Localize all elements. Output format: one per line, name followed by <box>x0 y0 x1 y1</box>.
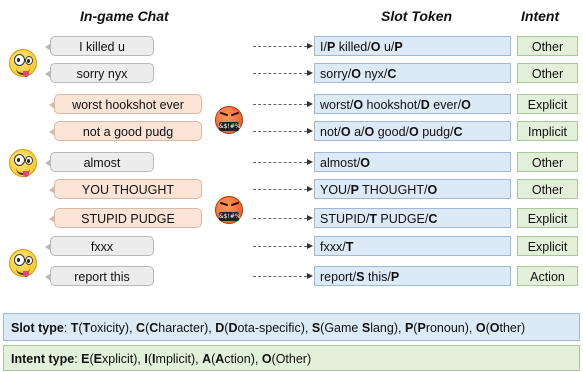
slot-column-header: Slot Token <box>381 8 453 24</box>
chat-column-header: In-game Chat <box>80 8 169 24</box>
chat-message-bubble: report this <box>45 266 154 286</box>
intent-label-cell: Other <box>517 179 578 199</box>
chat-message-bubble: STUPID PUDGE <box>49 208 202 228</box>
tongue-out-emoji-icon <box>9 249 37 277</box>
intent-label-cell: Other <box>517 152 578 172</box>
intent-label-cell: Other <box>517 36 578 56</box>
mapping-arrow <box>253 186 313 192</box>
mapping-arrow <box>253 273 313 279</box>
chat-message-bubble: I killed u <box>45 36 154 56</box>
slot-token-cell: almost/O <box>314 152 511 172</box>
mapping-arrow <box>253 101 313 107</box>
chat-message-bubble: almost <box>45 152 154 172</box>
intent-label-cell: Action <box>517 266 578 286</box>
slot-token-cell: not/O a/O good/O pudg/C <box>314 121 511 141</box>
slot-token-cell: sorry/O nyx/C <box>314 63 511 83</box>
intent-type-legend: Intent type: E(Explicit), I(Implicit), A… <box>3 345 580 371</box>
slot-token-cell: I/P killed/O u/P <box>314 36 511 56</box>
cursing-face-emoji-icon: &$!#% <box>215 106 243 134</box>
intent-label-cell: Explicit <box>517 208 578 228</box>
mapping-arrow <box>253 128 313 134</box>
mapping-arrow <box>253 159 313 165</box>
slot-token-cell: YOU/P THOUGHT/O <box>314 179 511 199</box>
chat-message-bubble: not a good pudg <box>49 121 202 141</box>
intent-label-cell: Other <box>517 63 578 83</box>
intent-label-cell: Implicit <box>517 121 578 141</box>
chat-message-bubble: fxxx <box>45 236 154 256</box>
chat-message-bubble: YOU THOUGHT <box>49 179 202 199</box>
tongue-out-emoji-icon <box>9 149 37 177</box>
intent-column-header: Intent <box>521 8 560 24</box>
mapping-arrow <box>253 243 313 249</box>
chat-message-bubble: sorry nyx <box>45 63 154 83</box>
mapping-arrow <box>253 43 313 49</box>
slot-token-cell: worst/O hookshot/D ever/O <box>314 94 511 114</box>
slot-token-cell: report/S this/P <box>314 266 511 286</box>
grawlix-symbols: &$!#% <box>219 212 241 221</box>
intent-label-cell: Explicit <box>517 236 578 256</box>
mapping-arrow <box>253 70 313 76</box>
grawlix-symbols: &$!#% <box>219 122 241 131</box>
slot-token-cell: fxxx/T <box>314 236 511 256</box>
mapping-arrow <box>253 215 313 221</box>
tongue-out-emoji-icon <box>9 49 37 77</box>
cursing-face-emoji-icon: &$!#% <box>215 196 243 224</box>
intent-label-cell: Explicit <box>517 94 578 114</box>
slot-token-cell: STUPID/T PUDGE/C <box>314 208 511 228</box>
chat-message-bubble: worst hookshot ever <box>49 94 202 114</box>
slot-type-legend: Slot type: T(Toxicity), C(Character), D(… <box>3 313 580 341</box>
